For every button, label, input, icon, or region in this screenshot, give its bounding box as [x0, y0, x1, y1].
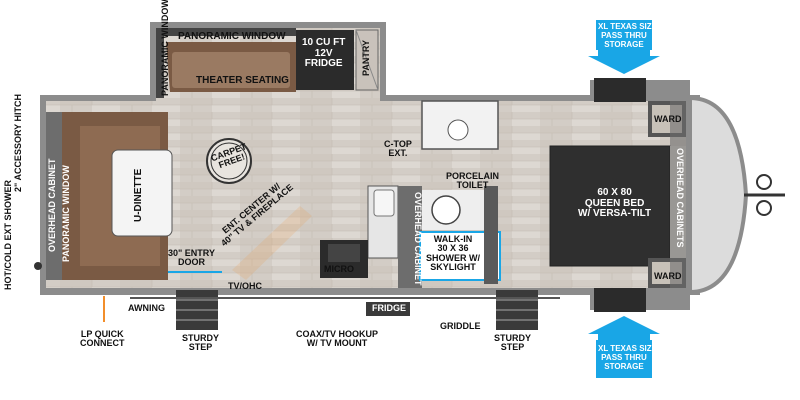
ward-top-label: WARD: [654, 114, 682, 124]
ctop-ext-label: C-TOP EXT.: [384, 139, 412, 159]
step-left: [176, 290, 218, 330]
ext-shower-label: HOT/COLD EXT SHOWER: [3, 180, 13, 290]
micro-label: MICRO: [324, 264, 354, 274]
lp-quick-connect-label: LP QUICK CONNECT: [80, 329, 125, 349]
panoramic-window-left-label: PANORAMIC WINDOW: [61, 165, 71, 262]
ward-bottom-label: WARD: [654, 271, 682, 281]
storage-top-text: XL TEXAS SIZE PASS THRU STORAGE: [598, 22, 657, 49]
panoramic-window-side-label: PANORAMIC WINDOW: [160, 0, 170, 96]
porcelain-toilet-label: PORCELAIN TOILET: [446, 171, 500, 191]
bedroom: [549, 101, 686, 288]
theater-seating-label: THEATER SEATING: [196, 75, 289, 86]
overhead-cabinet-mid-label: OVERHEAD CABINET: [413, 192, 423, 286]
fridge-bottom-label: FRIDGE: [372, 303, 407, 313]
sturdy-step-right-label: STURDY STEP: [494, 333, 532, 353]
tv-ohc-label: TV/OHC: [228, 281, 263, 291]
arrow-down-icon: [588, 48, 660, 74]
storage-bays: [594, 78, 646, 312]
kitchen-area: [320, 185, 422, 288]
storage-top-box: [596, 20, 652, 50]
queen-bed-label: 60 X 80 QUEEN BED W/ VERSA-TILT: [578, 187, 652, 219]
overhead-cabinets-right-label: OVERHEAD CABINETS: [675, 148, 685, 248]
awning-label: AWNING: [128, 303, 165, 313]
fridge-bottom-box: [366, 302, 410, 316]
storage-bottom-box: [596, 340, 652, 378]
storage-top-callout: XL TEXAS SIZE PASS THRU STORAGE: [596, 20, 657, 52]
fridge-top-label: 10 CU FT 12V FRIDGE: [302, 37, 346, 69]
u-dinette-label: U-DINETTE: [133, 168, 144, 222]
storage-bottom-callout: XL TEXAS SIZE PASS THRU STORAGE: [596, 342, 657, 374]
carpet-free-badge: [206, 138, 252, 184]
u-dinette-furniture: [62, 112, 173, 280]
bathroom: [419, 100, 501, 284]
panoramic-window-top-label: PANORAMIC WINDOW: [178, 31, 286, 42]
pantry-label: PANTRY: [361, 40, 371, 76]
griddle-label: GRIDDLE: [440, 321, 481, 331]
sturdy-step-left-label: STURDY STEP: [182, 333, 220, 353]
step-right: [496, 290, 538, 330]
arrow-up-icon: [588, 316, 660, 342]
accessory-hitch-label: 2" ACCESSORY HITCH: [13, 94, 23, 192]
shower-label: WALK-IN 30 X 36 SHOWER W/ SKYLIGHT: [426, 234, 480, 273]
overhead-cabinet-left-label: OVERHEAD CABINET: [47, 158, 57, 252]
ent-center-zone: [232, 206, 312, 280]
left-overhead-cabinet: [46, 112, 62, 280]
slideout-top: [156, 28, 379, 98]
ext-shower-marker: [34, 262, 42, 270]
storage-bottom-text: XL TEXAS SIZE PASS THRU STORAGE: [598, 344, 657, 371]
entry-door-label: 30" ENTRY DOOR: [168, 248, 215, 268]
coax-tv-label: COAX/TV HOOKUP W/ TV MOUNT: [296, 329, 379, 349]
hitch: [744, 174, 785, 216]
